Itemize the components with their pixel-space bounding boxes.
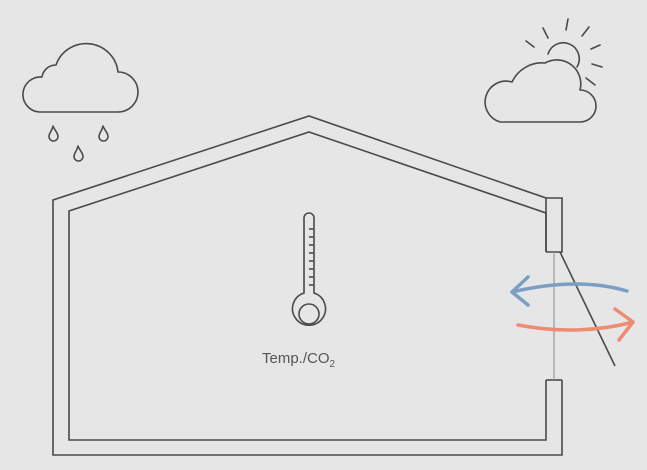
window-upper-jamb	[546, 197, 563, 253]
sensor-label-main: Temp./CO	[262, 350, 330, 367]
airflow-in-arrow	[516, 307, 635, 342]
thermometer-icon	[291, 212, 327, 327]
sensor-label: Temp./CO2	[262, 350, 336, 370]
sun-behind-cloud-icon	[484, 18, 603, 123]
house-outer-wall	[52, 115, 563, 456]
raindrop-icon	[48, 125, 59, 142]
house-inner-wall	[68, 131, 547, 441]
window-sash-open	[559, 251, 616, 367]
raindrop-icon	[98, 125, 109, 142]
raindrop-icon	[73, 145, 84, 162]
sun-disc	[547, 42, 581, 68]
sensor-label-subscript: 2	[330, 359, 336, 370]
cloud-shape	[484, 59, 597, 123]
airflow-out-arrow	[510, 275, 629, 307]
house	[52, 115, 563, 456]
rain-cloud-icon	[22, 42, 139, 162]
